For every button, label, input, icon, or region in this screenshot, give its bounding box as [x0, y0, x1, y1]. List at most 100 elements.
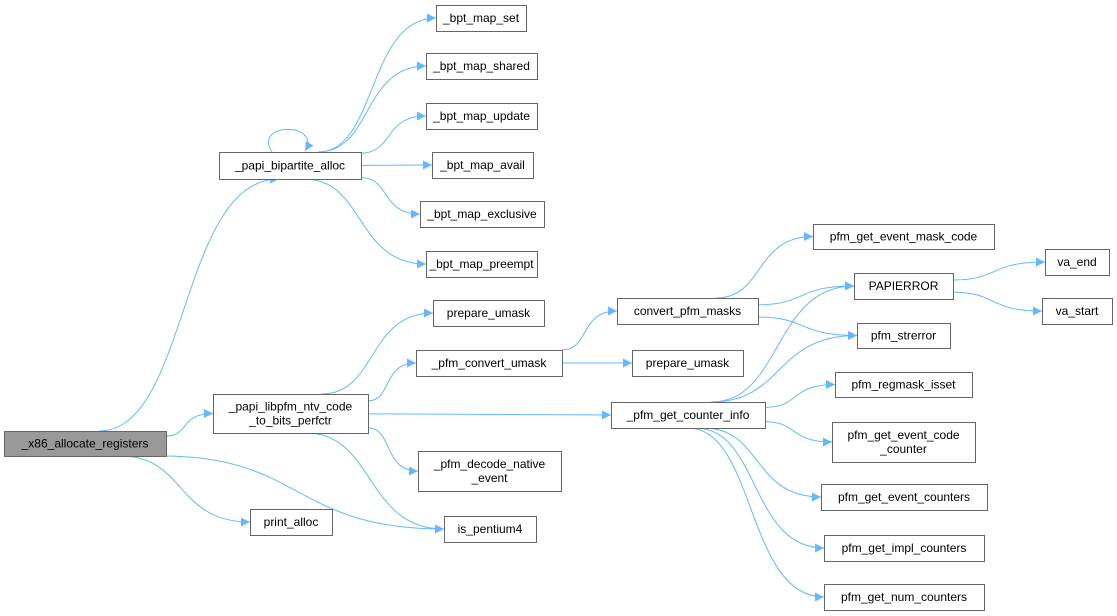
edge-gci-to-impl [695, 427, 825, 553]
node-evcnt[interactable]: pfm_get_event_counters [821, 484, 988, 511]
node-num[interactable]: pfm_get_num_counters [824, 584, 985, 611]
node-label: PAPIERROR [869, 279, 939, 293]
edge-gci-to-papierr [711, 281, 855, 403]
edge-gci-to-evcnt [703, 427, 822, 502]
node-label: pfm_get_event_mask_code [830, 230, 978, 244]
node-label: prepare_umask [447, 306, 531, 320]
node-box [611, 402, 766, 429]
edge-bip-to-shared [318, 61, 427, 153]
edge-bip-to-preempt [304, 178, 427, 269]
node-box [444, 516, 537, 543]
node-label: _to_bits_perfctr [248, 414, 332, 428]
edge-convm-to-strerr [757, 316, 858, 340]
edge-x86-to-p4 [161, 455, 445, 534]
node-excl[interactable]: _bpt_map_exclusive [420, 201, 545, 228]
node-avail[interactable]: _bpt_map_avail [432, 152, 534, 179]
node-strerr[interactable]: pfm_strerror [857, 323, 951, 349]
node-box [857, 323, 951, 349]
node-box [418, 451, 562, 492]
edge-x86-to-libpfm [165, 409, 214, 437]
node-regmask[interactable]: pfm_regmask_isset [835, 372, 973, 398]
edge-gci-to-num [687, 427, 825, 602]
node-gci[interactable]: _pfm_get_counter_info [611, 402, 766, 429]
node-update[interactable]: _bpt_map_update [426, 103, 538, 130]
node-label: prepare_umask [646, 356, 730, 370]
edge-libpfm-to-p4 [305, 432, 445, 534]
node-decode[interactable]: _pfm_decode_native_event [418, 451, 562, 492]
edge-convm-to-papierr [757, 281, 855, 306]
node-bip[interactable]: _papi_bipartite_alloc [219, 152, 362, 180]
edge-libpfm-to-prep1 [321, 308, 434, 395]
node-vaend[interactable]: va_end [1045, 249, 1110, 276]
node-label: _papi_libpfm_ntv_code [228, 400, 353, 414]
node-papierr[interactable]: PAPIERROR [854, 273, 954, 300]
node-label: _papi_bipartite_alloc [234, 159, 345, 173]
node-label: _pfm_decode_native [433, 457, 546, 471]
node-prep2[interactable]: prepare_umask [632, 350, 744, 377]
node-box [617, 298, 759, 325]
node-label: print_alloc [264, 515, 319, 529]
node-box [832, 422, 976, 463]
node-label: _pfm_get_counter_info [626, 408, 750, 422]
edge-convu-to-convm [561, 306, 618, 351]
node-shared[interactable]: _bpt_map_shared [426, 53, 538, 80]
node-label: pfm_strerror [871, 329, 936, 343]
node-libpfm[interactable]: _papi_libpfm_ntv_code_to_bits_perfctr [213, 394, 369, 434]
node-box [433, 300, 545, 327]
node-p4[interactable]: is_pentium4 [444, 516, 537, 543]
node-label: pfm_regmask_isset [851, 378, 956, 392]
edge-libpfm-to-decode [367, 427, 419, 476]
node-box [426, 103, 538, 130]
node-box [835, 372, 973, 398]
node-prep1[interactable]: prepare_umask [433, 300, 545, 327]
node-preempt[interactable]: _bpt_map_preempt [426, 251, 538, 278]
edge-bip-to-excl [360, 177, 421, 219]
edges-layer [98, 13, 1046, 602]
edge-x86-to-print [120, 455, 251, 527]
node-vastart[interactable]: va_start [1042, 298, 1113, 325]
node-box [426, 251, 538, 278]
node-box [824, 535, 985, 562]
node-codecnt[interactable]: pfm_get_event_code_counter [832, 422, 976, 463]
node-label: _bpt_map_set [442, 11, 520, 25]
node-box [436, 5, 527, 32]
node-convu[interactable]: _pfm_convert_umask [416, 350, 563, 377]
edge-convm-to-mask [715, 232, 814, 299]
node-box [219, 152, 362, 180]
node-label: _bpt_map_shared [432, 59, 530, 73]
node-box [416, 350, 563, 377]
edge-bip-to-set [318, 13, 437, 153]
node-box [1042, 298, 1113, 325]
node-box [632, 350, 744, 377]
node-x86[interactable]: _x86_allocate_registers [4, 431, 167, 457]
node-label: is_pentium4 [458, 522, 523, 536]
node-label: pfm_get_event_counters [838, 490, 970, 504]
node-mask[interactable]: pfm_get_event_mask_code [813, 224, 995, 250]
edge-gci-to-regmask [764, 380, 836, 408]
edge-papierr-to-vaend [952, 257, 1046, 281]
node-box [432, 152, 534, 179]
node-convm[interactable]: convert_pfm_masks [617, 298, 759, 325]
edge-papierr-to-vastart [952, 291, 1043, 316]
node-label: _bpt_map_exclusive [426, 207, 537, 221]
node-box [426, 53, 538, 80]
node-impl[interactable]: pfm_get_impl_counters [824, 535, 985, 562]
node-label: va_end [1057, 255, 1096, 269]
node-label: _pfm_convert_umask [431, 356, 548, 370]
node-box [813, 224, 995, 250]
node-label: _x86_allocate_registers [21, 437, 149, 451]
node-box [250, 509, 333, 536]
node-box [821, 484, 988, 511]
node-label: _bpt_map_preempt [428, 257, 534, 271]
node-label: _counter [879, 442, 927, 456]
edge-libpfm-to-convu [367, 358, 417, 402]
node-box [1045, 249, 1110, 276]
node-label: _event [470, 471, 508, 485]
node-label: pfm_get_num_counters [841, 590, 967, 604]
node-print[interactable]: print_alloc [250, 509, 333, 536]
edge-libpfm-to-gci [367, 410, 612, 420]
nodes-layer: _x86_allocate_registers _papi_bipartite_a… [4, 5, 1113, 611]
node-label: pfm_get_impl_counters [842, 541, 967, 555]
node-set[interactable]: _bpt_map_set [436, 5, 527, 32]
